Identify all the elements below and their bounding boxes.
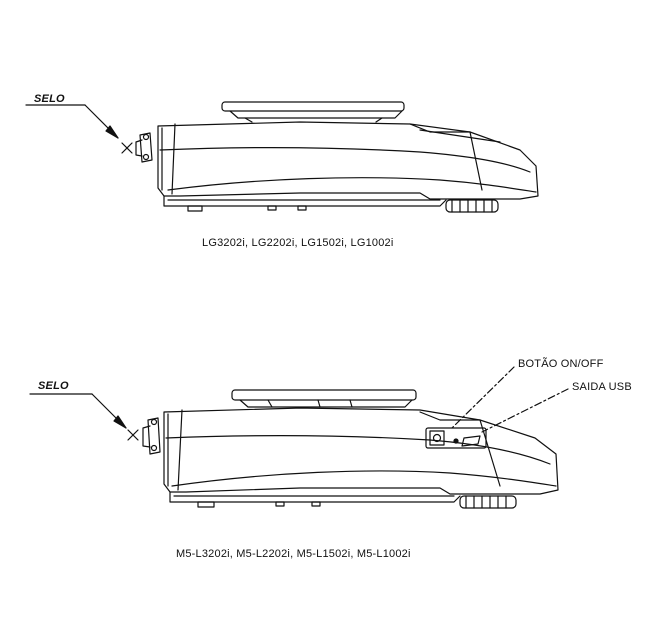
seal-label: SELO	[38, 380, 69, 392]
seal-marker	[121, 142, 133, 154]
balance-base	[163, 195, 499, 213]
seal-bracket	[135, 132, 153, 163]
weighing-pan	[221, 101, 405, 123]
seal-leader-line	[25, 104, 119, 139]
seal-bracket	[142, 417, 161, 455]
seal-label: SELO	[34, 93, 65, 105]
seal-marker	[127, 429, 139, 441]
control-panel	[425, 427, 487, 449]
callout-on-off-button: BOTÃO ON/OFF	[518, 358, 604, 370]
balance-drawing-m5	[29, 366, 569, 509]
callout-usb-port: SAIDA USB	[572, 381, 632, 393]
balance-body	[163, 407, 559, 495]
balance-base	[169, 491, 517, 509]
weighing-pan	[231, 389, 417, 408]
callout-leaders	[451, 366, 569, 433]
model-caption: M5-L3202i, M5-L2202i, M5-L1502i, M5-L100…	[176, 548, 411, 560]
balance-side-view-lg: SELO LG3202i, LG2202i, LG1502i, LG1002i	[0, 0, 660, 300]
model-caption: LG3202i, LG2202i, LG1502i, LG1002i	[202, 237, 394, 249]
balance-body	[157, 121, 539, 200]
seal-leader-line	[29, 393, 127, 429]
balance-side-view-m5: SELO BOTÃO ON/OFF SAIDA USB M5-L3202i, M…	[0, 300, 660, 617]
balance-drawing-lg	[25, 101, 539, 213]
